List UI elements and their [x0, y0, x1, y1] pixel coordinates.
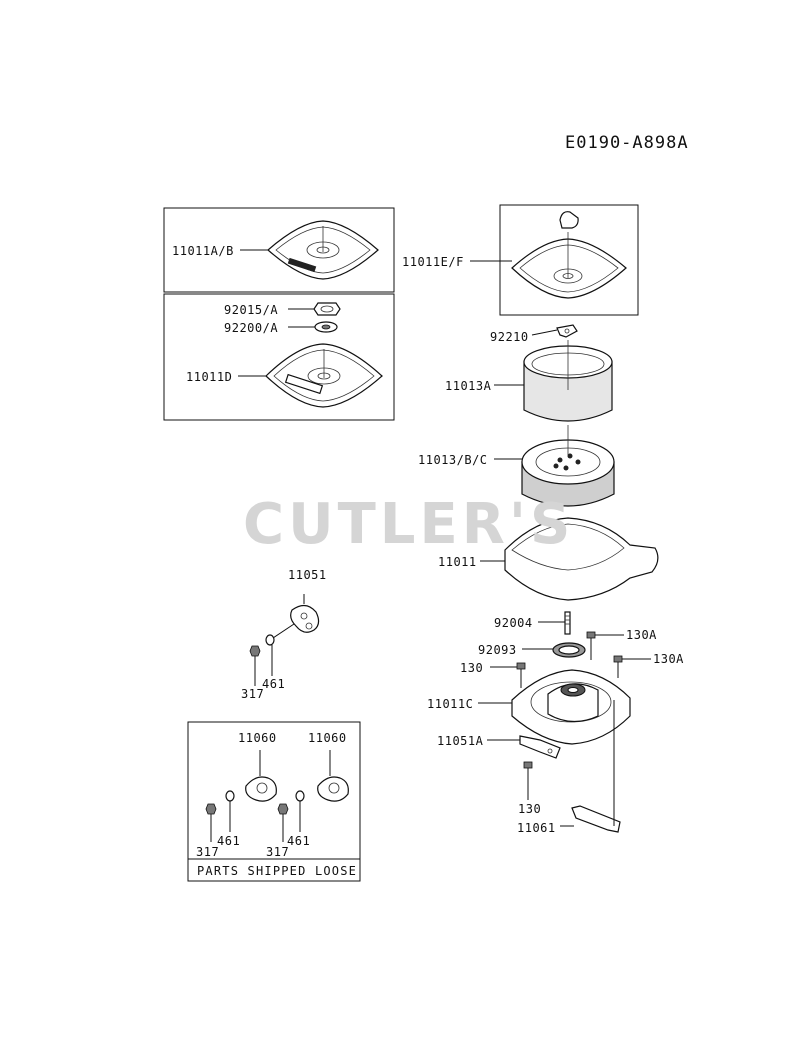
label-11060-1: 11060 — [238, 731, 277, 745]
bracket-11051a-shape — [519, 735, 561, 759]
label-11013bc: 11013/B/C — [418, 453, 488, 467]
label-130-2: 130 — [518, 802, 542, 816]
label-461b: 461 — [217, 834, 241, 848]
label-461a: 461 — [262, 677, 286, 691]
housing-11011-shape — [504, 517, 659, 601]
nut-92015a-shape — [313, 302, 341, 316]
gasket-11060-1-shape — [245, 750, 277, 802]
loose-parts-caption: PARTS SHIPPED LOOSE — [197, 864, 358, 878]
cover-11011ef-shape — [511, 211, 627, 299]
clip-92210-shape — [556, 324, 578, 338]
nut-317b-shape — [205, 803, 217, 815]
reference-code: E0190-A898A — [565, 133, 689, 153]
label-92093: 92093 — [478, 643, 517, 657]
label-11011ab: 11011A/B — [172, 244, 234, 258]
label-92015a: 92015/A — [224, 303, 279, 317]
label-92200a: 92200/A — [224, 321, 279, 335]
stud-92004-shape — [564, 611, 571, 635]
bolt-130a-1-shape — [586, 631, 596, 660]
bolt-130-1-shape — [516, 662, 526, 688]
leader-lines — [210, 249, 651, 842]
label-130a-1: 130A — [626, 628, 657, 642]
bolt-130-2-shape — [523, 761, 533, 790]
cover-11011d-shape — [265, 343, 383, 408]
gasket-11060-2-shape — [317, 750, 349, 802]
gasket-11051-shape — [269, 594, 320, 641]
frame-cover-ef — [499, 204, 639, 316]
label-11011ef: 11011E/F — [402, 255, 464, 269]
label-11051: 11051 — [288, 568, 327, 582]
label-11011d: 11011D — [186, 370, 233, 384]
label-11011c: 11011C — [427, 697, 474, 711]
label-461c: 461 — [287, 834, 311, 848]
frame-cover-d — [163, 293, 395, 421]
label-317b: 317 — [196, 845, 220, 859]
label-11013a: 11013A — [445, 379, 492, 393]
prefilter-11013a-shape — [523, 340, 613, 422]
frame-cover-ab — [163, 207, 395, 293]
label-92210: 92210 — [490, 330, 529, 344]
label-317c: 317 — [266, 845, 290, 859]
filter-11013bc-shape — [521, 425, 615, 507]
washer-461b-shape — [225, 790, 235, 802]
cover-11011ab-shape — [267, 220, 379, 280]
watermark: CUTLER'S — [243, 492, 575, 557]
label-11051a: 11051A — [437, 734, 484, 748]
label-11061: 11061 — [517, 821, 556, 835]
bracket-11061-shape — [571, 805, 621, 833]
washer-461c-shape — [295, 790, 305, 802]
frame-loose-parts — [187, 721, 361, 882]
nut-317c-shape — [277, 803, 289, 815]
label-317a: 317 — [241, 687, 265, 701]
label-92004: 92004 — [494, 616, 533, 630]
bolt-130a-2-shape — [613, 655, 623, 678]
base-11011c-shape — [511, 669, 631, 745]
nut-317a-shape — [249, 645, 261, 657]
label-130a-2: 130A — [653, 652, 684, 666]
label-11060-2: 11060 — [308, 731, 347, 745]
label-130-1: 130 — [460, 661, 484, 675]
seal-92093-shape — [552, 642, 586, 658]
washer-461a-shape — [265, 634, 275, 646]
label-11011: 11011 — [438, 555, 477, 569]
washer-92200a-shape — [314, 321, 338, 333]
